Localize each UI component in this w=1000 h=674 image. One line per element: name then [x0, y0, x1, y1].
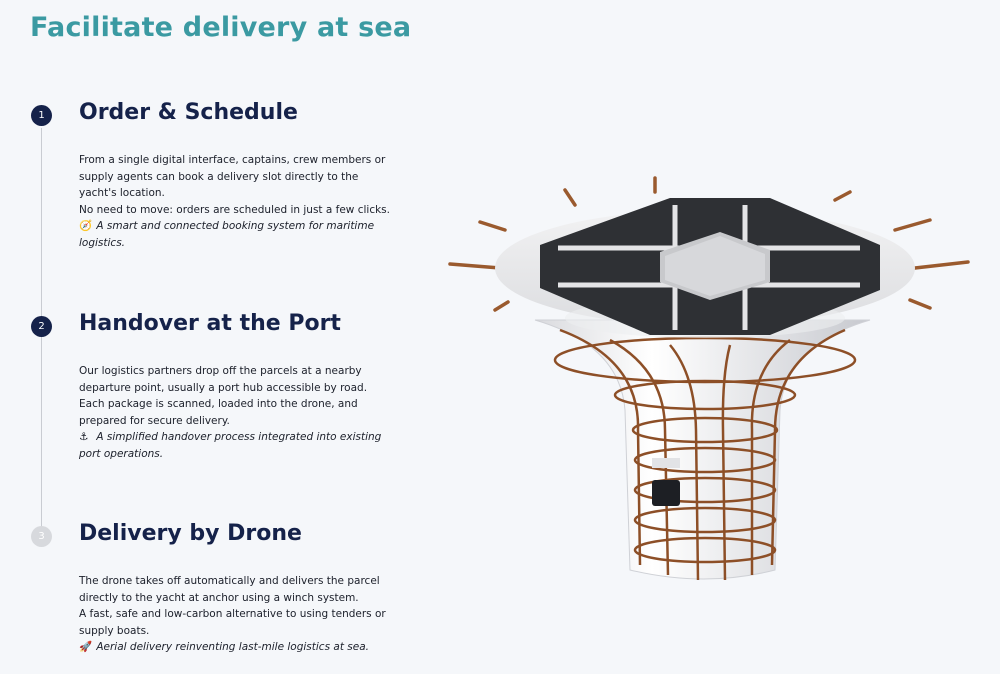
step-text: No need to move: orders are scheduled in… [79, 203, 390, 216]
step-tagline: 🚀 Aerial delivery reinventing last-mile … [79, 639, 399, 656]
step-text: From a single digital interface, captain… [79, 154, 386, 199]
step-text: The drone takes off automatically and de… [79, 575, 380, 604]
page-title: Facilitate delivery at sea [30, 12, 412, 43]
rocket-icon: 🚀 [79, 641, 93, 653]
step-text: Our logistics partners drop off the parc… [79, 365, 368, 394]
step-tagline: ⚓ A simplified handover process integrat… [79, 431, 382, 460]
step-description: Our logistics partners drop off the parc… [79, 363, 399, 462]
drone-station-illustration [448, 176, 970, 581]
step-title: Order & Schedule [79, 100, 298, 125]
step-description: From a single digital interface, captain… [79, 152, 399, 251]
step-tagline: 🧭 A smart and connected booking system f… [79, 220, 375, 249]
step-description: The drone takes off automatically and de… [79, 573, 399, 656]
step-number-badge: 2 [31, 316, 52, 337]
step-number-badge: 1 [31, 105, 52, 126]
anchor-icon: ⚓ [79, 431, 89, 443]
step-text: Each package is scanned, loaded into the… [79, 398, 358, 427]
step-title: Handover at the Port [79, 311, 341, 336]
hatch-opening [652, 480, 680, 506]
antenna-rods [448, 176, 970, 312]
step-text: A fast, safe and low-carbon alternative … [79, 608, 386, 637]
step-number-badge: 3 [31, 526, 52, 547]
compass-icon: 🧭 [79, 220, 93, 232]
step-title: Delivery by Drone [79, 521, 302, 546]
